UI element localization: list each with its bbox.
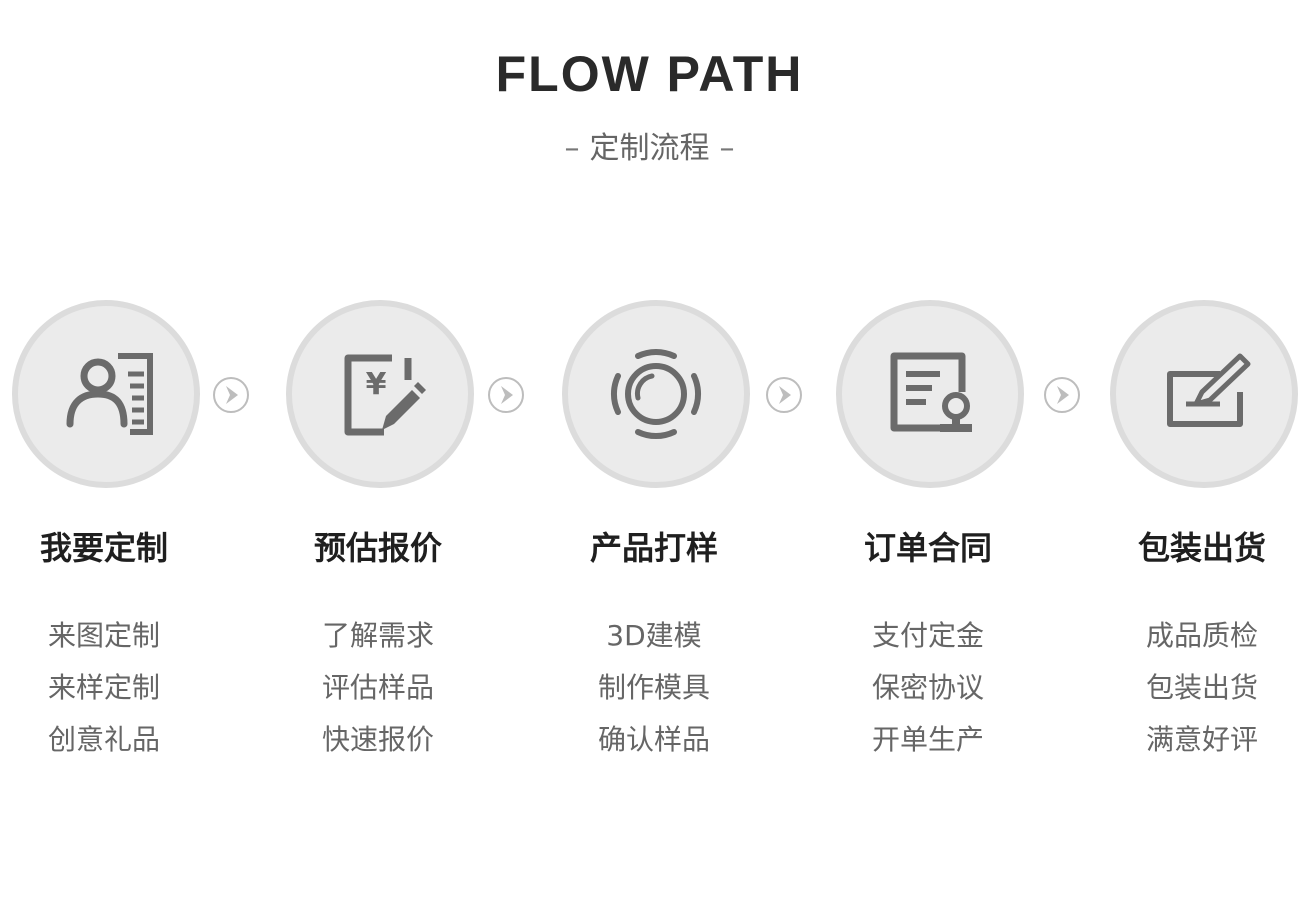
subtitle-text: 定制流程 <box>589 131 710 166</box>
step-details: 来图定制 来样定制 创意礼品 <box>0 610 234 766</box>
step-circle: ¥ <box>286 300 474 488</box>
yuan-glyph: ¥ <box>366 367 387 402</box>
user-profile-icon <box>66 353 153 435</box>
page-subtitle: –定制流程– <box>0 126 1299 172</box>
contract-stamp-icon <box>890 352 972 432</box>
step-detail: 开单生产 <box>871 723 984 756</box>
chevron-right-icon <box>488 377 524 413</box>
step-detail: 来样定制 <box>47 671 160 704</box>
step-details: 了解需求 评估样品 快速报价 <box>248 610 508 766</box>
chevron-right-icon <box>213 377 249 413</box>
step-title: 订单合同 <box>863 529 992 567</box>
step-detail: 评估样品 <box>321 671 434 704</box>
step-title: 我要定制 <box>39 529 168 567</box>
step-detail: 了解需求 <box>321 619 434 652</box>
step-title: 包装出货 <box>1137 529 1266 567</box>
step-detail: 支付定金 <box>871 619 984 652</box>
page-title: FLOW PATH <box>495 46 804 102</box>
step-title: 产品打样 <box>589 529 718 567</box>
step-detail: 满意好评 <box>1145 723 1258 756</box>
step-detail: 3D建模 <box>606 619 702 652</box>
step-circle <box>836 300 1024 488</box>
chevron-right-icon <box>766 377 802 413</box>
step-circle <box>562 300 750 488</box>
step-detail: 制作模具 <box>597 671 710 704</box>
step-title: 预估报价 <box>313 529 442 567</box>
subtitle-dash-right: – <box>719 131 735 166</box>
step-detail: 包装出货 <box>1145 671 1258 704</box>
step-detail: 保密协议 <box>871 671 984 704</box>
step-detail: 创意礼品 <box>47 723 160 756</box>
step-details: 3D建模 制作模具 确认样品 <box>524 610 784 766</box>
step-detail: 成品质检 <box>1145 619 1258 652</box>
subtitle-dash-left: – <box>564 131 580 166</box>
step-details: 成品质检 包装出货 满意好评 <box>1072 610 1299 766</box>
sample-ring-icon <box>611 349 701 439</box>
step-detail: 来图定制 <box>47 619 160 652</box>
step-circle <box>12 300 200 488</box>
quote-edit-icon: ¥ <box>344 354 426 436</box>
chevron-right-icon <box>1044 377 1080 413</box>
step-detail: 快速报价 <box>321 723 434 756</box>
step-circle <box>1110 300 1298 488</box>
step-detail: 确认样品 <box>597 723 710 756</box>
step-details: 支付定金 保密协议 开单生产 <box>798 610 1058 766</box>
package-sign-icon <box>1167 353 1251 427</box>
